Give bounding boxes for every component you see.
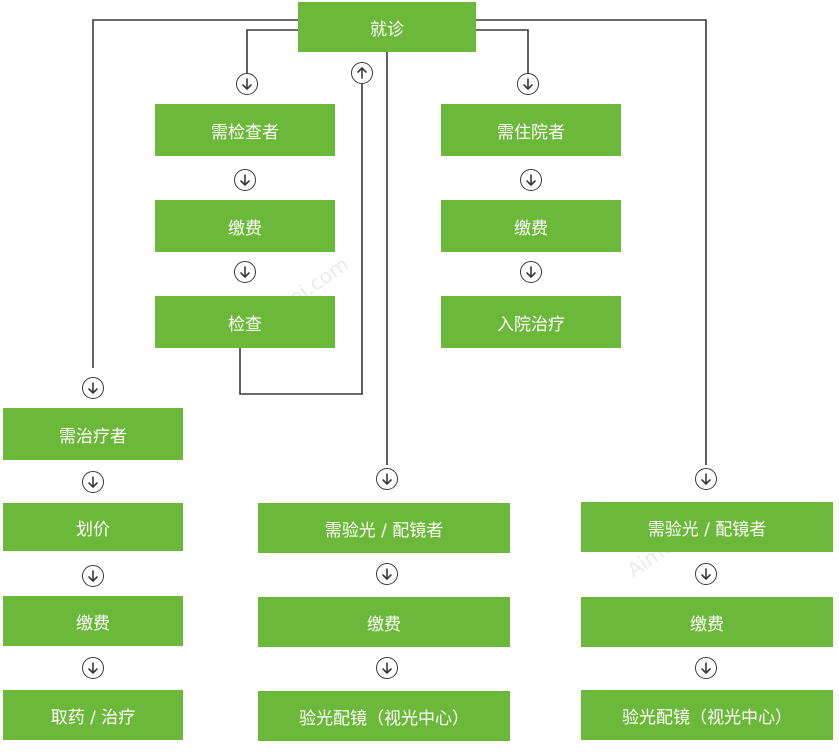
medicine-box: 取药 / 治疗 <box>3 690 183 740</box>
treat-pay-box: 缴费 <box>3 596 183 646</box>
arrow-down-circle-icon <box>376 563 398 585</box>
arrow-down-circle-icon <box>695 657 717 679</box>
optometry-pay-box-1: 缴费 <box>258 597 510 647</box>
arrow-down-circle-icon <box>82 657 104 679</box>
inpatient-needed-box: 需住院者 <box>441 104 621 156</box>
arrow-down-circle-icon <box>82 471 104 493</box>
connector-line <box>92 19 298 368</box>
arrow-down-circle-icon <box>82 377 104 399</box>
connector-line <box>246 29 298 75</box>
arrow-down-circle-icon <box>82 565 104 587</box>
optometry-box-1: 验光配镜（视光中心） <box>258 691 510 741</box>
arrow-up-circle-icon <box>351 62 373 84</box>
optometry-needed-box-1: 需验光 / 配镜者 <box>258 503 510 553</box>
arrow-down-circle-icon <box>234 169 256 191</box>
treat-needed-box: 需治疗者 <box>3 408 183 460</box>
admission-box: 入院治疗 <box>441 296 621 348</box>
arrow-down-circle-icon <box>234 261 256 283</box>
arrow-down-circle-icon <box>376 657 398 679</box>
exam-pay-box: 缴费 <box>155 200 335 252</box>
arrow-down-circle-icon <box>376 468 398 490</box>
arrow-down-circle-icon <box>520 169 542 191</box>
optometry-box-2: 验光配镜（视光中心） <box>581 690 833 740</box>
connector-line <box>239 84 363 395</box>
visit-box: 就诊 <box>298 2 476 52</box>
connector-line <box>476 19 707 465</box>
pricing-box: 划价 <box>3 503 183 551</box>
arrow-down-circle-icon <box>695 468 717 490</box>
exam-needed-box: 需检查者 <box>155 104 335 156</box>
optometry-needed-box-2: 需验光 / 配镜者 <box>581 502 833 552</box>
arrow-down-circle-icon <box>517 73 539 95</box>
inpatient-pay-box: 缴费 <box>441 200 621 252</box>
arrow-down-circle-icon <box>236 73 258 95</box>
arrow-down-circle-icon <box>695 563 717 585</box>
connector-line <box>476 29 529 75</box>
optometry-pay-box-2: 缴费 <box>581 597 833 647</box>
arrow-down-circle-icon <box>520 261 542 283</box>
exam-box: 检查 <box>155 296 335 348</box>
